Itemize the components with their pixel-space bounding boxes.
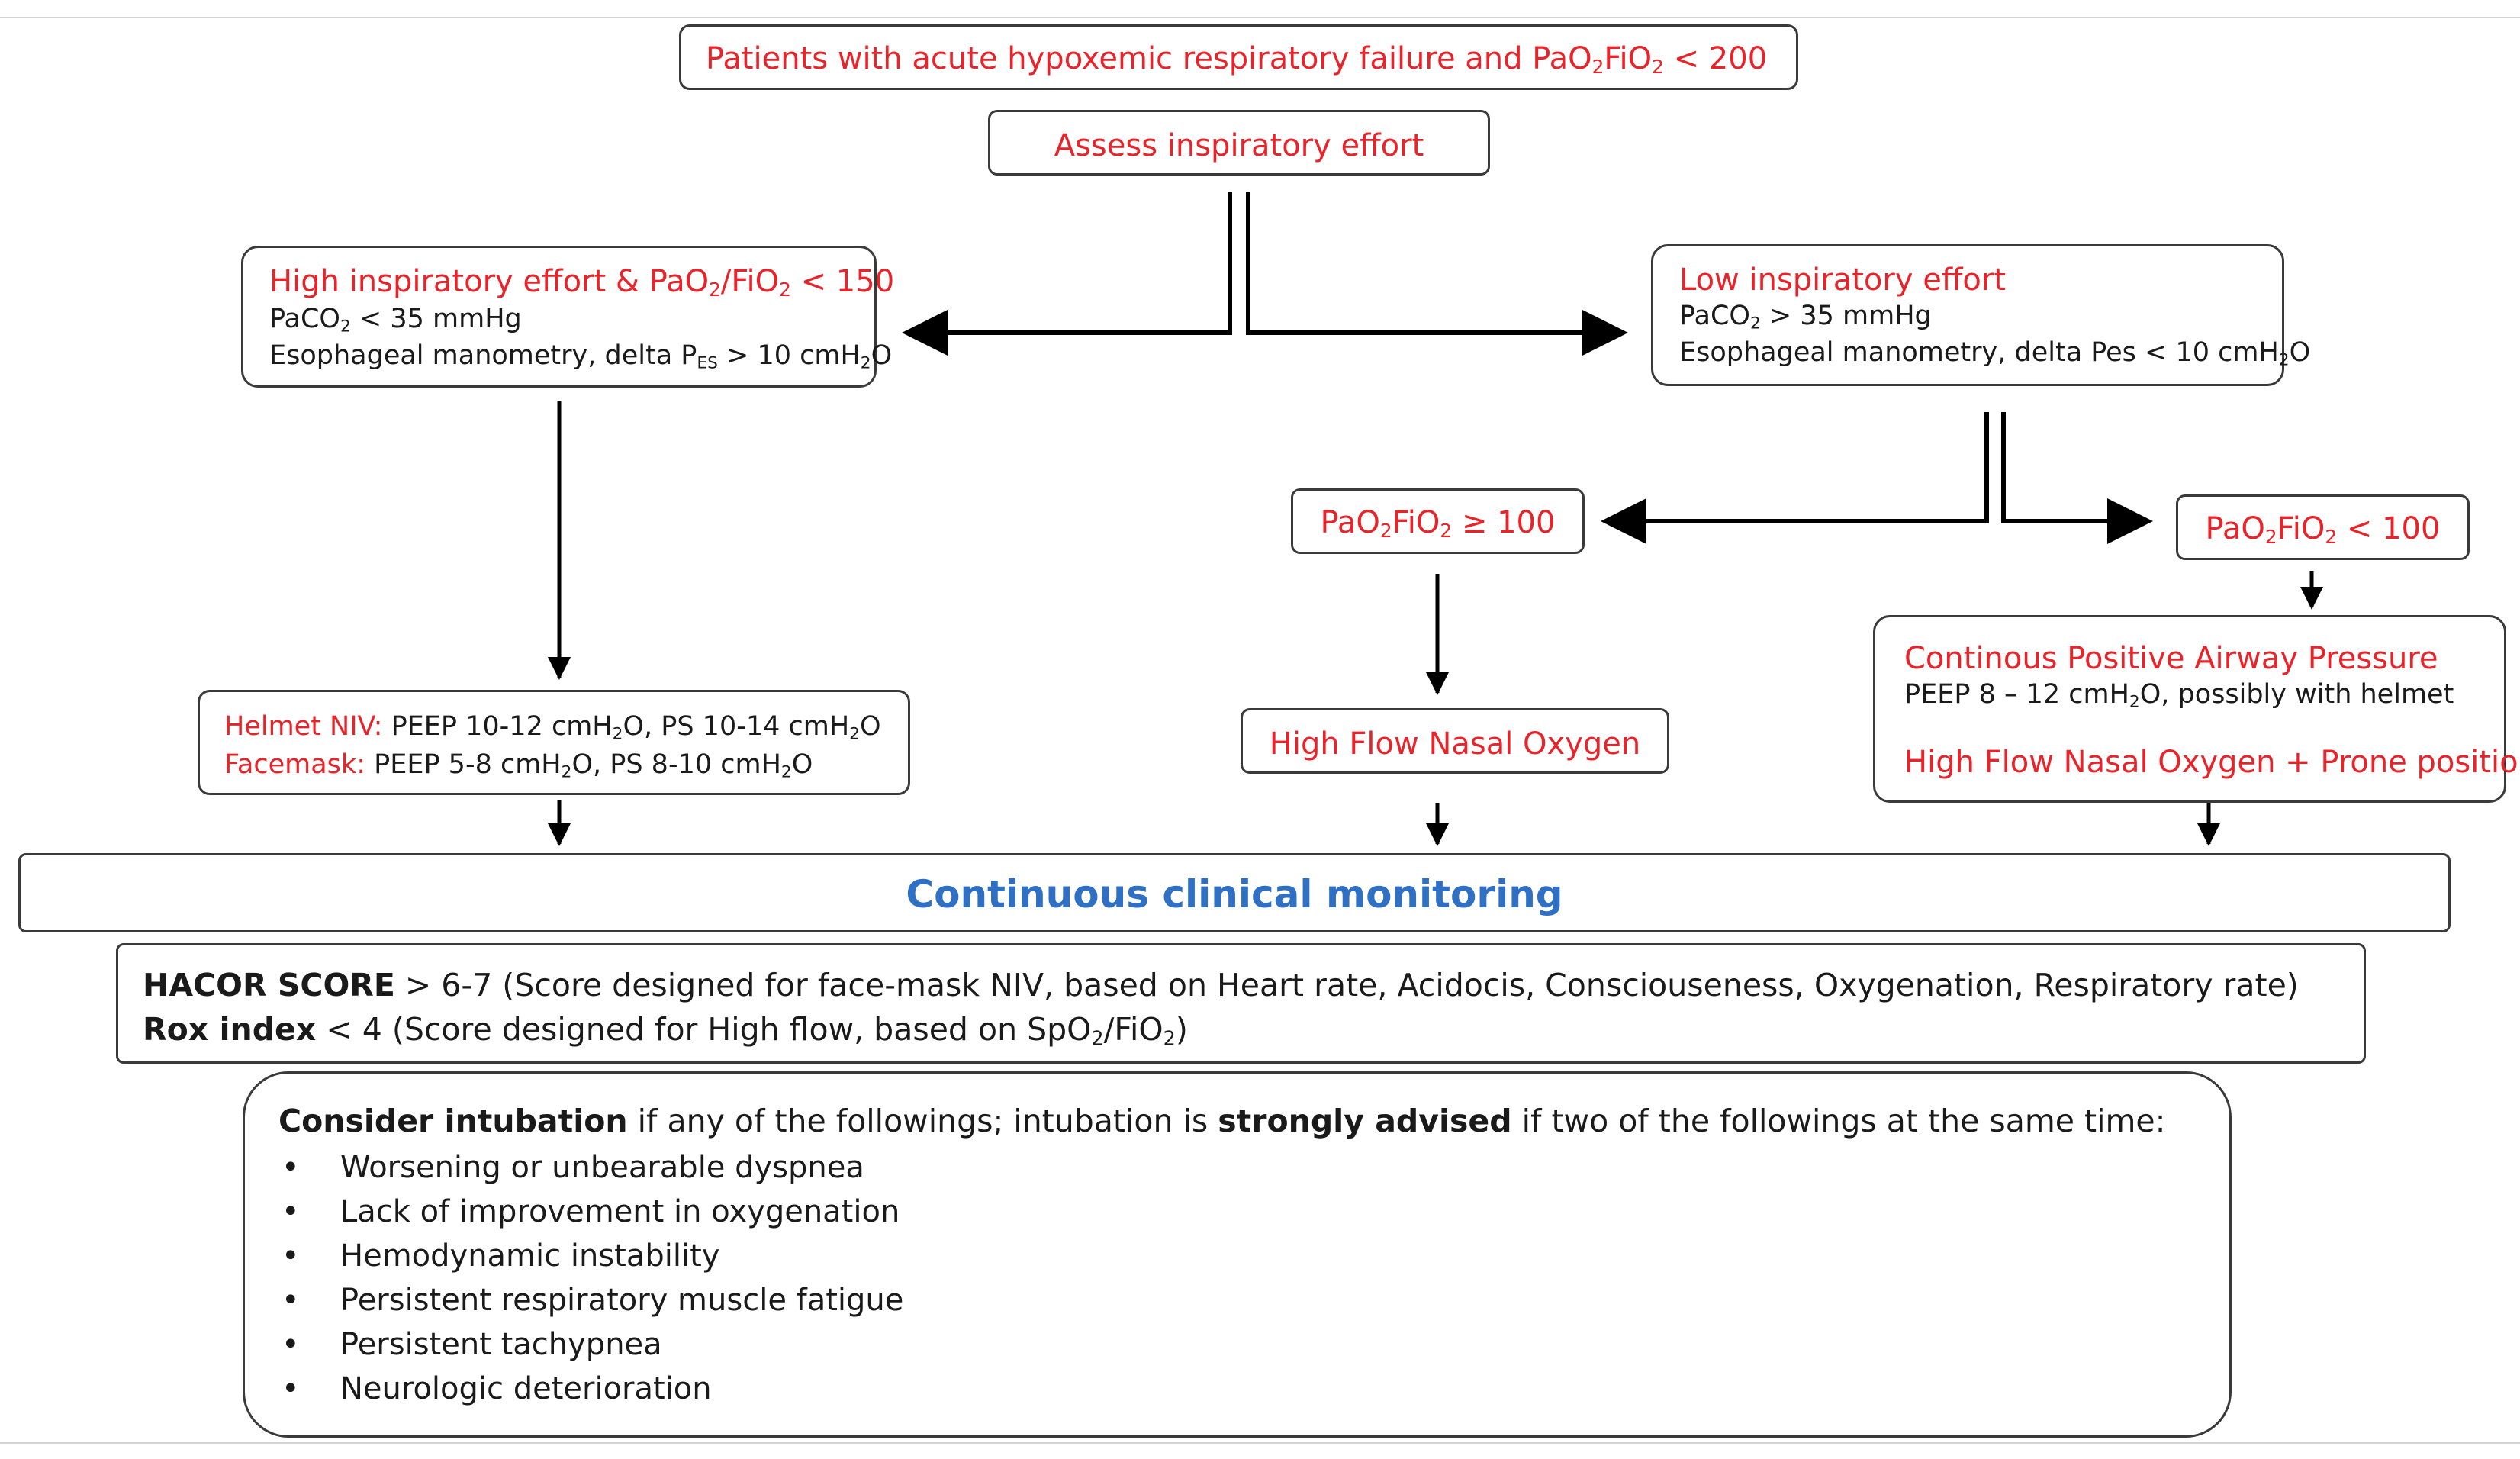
pf-ge-100-box: PaO2FiO2 ≥ 100 — [1291, 488, 1585, 554]
helmet-niv-line: Helmet NIV: PEEP 10-12 cmH2O, PS 10-14 c… — [224, 711, 881, 744]
criterion-item: Lack of improvement in oxygenation — [340, 1194, 900, 1229]
pf-lt-100-text: PaO2FiO2 < 100 — [2205, 511, 2441, 549]
start-box: Patients with acute hypoxemic respirator… — [679, 24, 1798, 90]
facemask-niv-line: Facemask: PEEP 5-8 cmH2O, PS 8-10 cmH2O — [224, 749, 813, 782]
monitoring-text: Continuous clinical monitoring — [906, 872, 1563, 916]
pf-lt-100-box: PaO2FiO2 < 100 — [2176, 494, 2470, 560]
high-effort-box: High inspiratory effort & PaO2/FiO2 < 15… — [241, 246, 894, 388]
top-rule — [0, 17, 2520, 18]
bullet-icon: • — [282, 1150, 300, 1185]
assess-box: Assess inspiratory effort — [988, 110, 1490, 176]
cpap-hfno-prone: High Flow Nasal Oxygen + Prone positioni… — [1904, 745, 2520, 780]
low-effort-paco2: PaCO2 > 35 mmHg — [1679, 301, 1932, 333]
monitoring-bar: Continuous clinical monitoring — [18, 853, 2451, 932]
bullet-icon: • — [282, 1327, 300, 1362]
high-effort-title: High inspiratory effort & PaO2/FiO2 < 15… — [269, 264, 895, 301]
intubation-box: Consider intubation if any of the follow… — [243, 1071, 2232, 1438]
rox-line: Rox index < 4 (Score designed for High f… — [143, 1011, 1188, 1050]
bottom-rule — [0, 1442, 2520, 1444]
assess-text: Assess inspiratory effort — [1054, 128, 1424, 163]
start-text: Patients with acute hypoxemic respirator… — [706, 41, 1768, 79]
high-effort-manometry: Esophageal manometry, delta PES > 10 cmH… — [269, 340, 893, 373]
high-effort-paco2: PaCO2 < 35 mmHg — [269, 304, 522, 337]
hfno-text: High Flow Nasal Oxygen — [1269, 726, 1641, 762]
low-effort-title: Low inspiratory effort — [1679, 262, 2007, 298]
scores-box: HACOR SCORE > 6-7 (Score designed for fa… — [116, 943, 2366, 1064]
niv-box: Helmet NIV: PEEP 10-12 cmH2O, PS 10-14 c… — [198, 690, 910, 795]
bullet-icon: • — [282, 1194, 300, 1229]
bullet-icon: • — [282, 1371, 300, 1406]
criterion-item: Hemodynamic instability — [340, 1238, 720, 1274]
bullet-icon: • — [282, 1283, 300, 1318]
bullet-icon: • — [282, 1238, 300, 1274]
intubation-lead: Consider intubation if any of the follow… — [278, 1103, 2166, 1139]
hfno-box: High Flow Nasal Oxygen — [1241, 708, 1669, 774]
criterion-item: Neurologic deterioration — [340, 1371, 712, 1406]
cpap-box: Continous Positive Airway Pressure PEEP … — [1873, 615, 2520, 803]
cpap-title: Continous Positive Airway Pressure — [1904, 641, 2438, 676]
cpap-peep-line: PEEP 8 – 12 cmH2O, possibly with helmet — [1904, 679, 2454, 712]
hacor-line: HACOR SCORE > 6-7 (Score designed for fa… — [143, 967, 2299, 1003]
criterion-item: Worsening or unbearable dyspnea — [340, 1150, 864, 1185]
pf-ge-100-text: PaO2FiO2 ≥ 100 — [1320, 505, 1556, 543]
criterion-item: Persistent tachypnea — [340, 1327, 662, 1362]
low-effort-manometry: Esophageal manometry, delta Pes < 10 cmH… — [1679, 337, 2311, 370]
low-effort-box: Low inspiratory effort PaCO2 > 35 mmHg E… — [1651, 244, 2310, 386]
criterion-item: Persistent respiratory muscle fatigue — [340, 1283, 904, 1318]
